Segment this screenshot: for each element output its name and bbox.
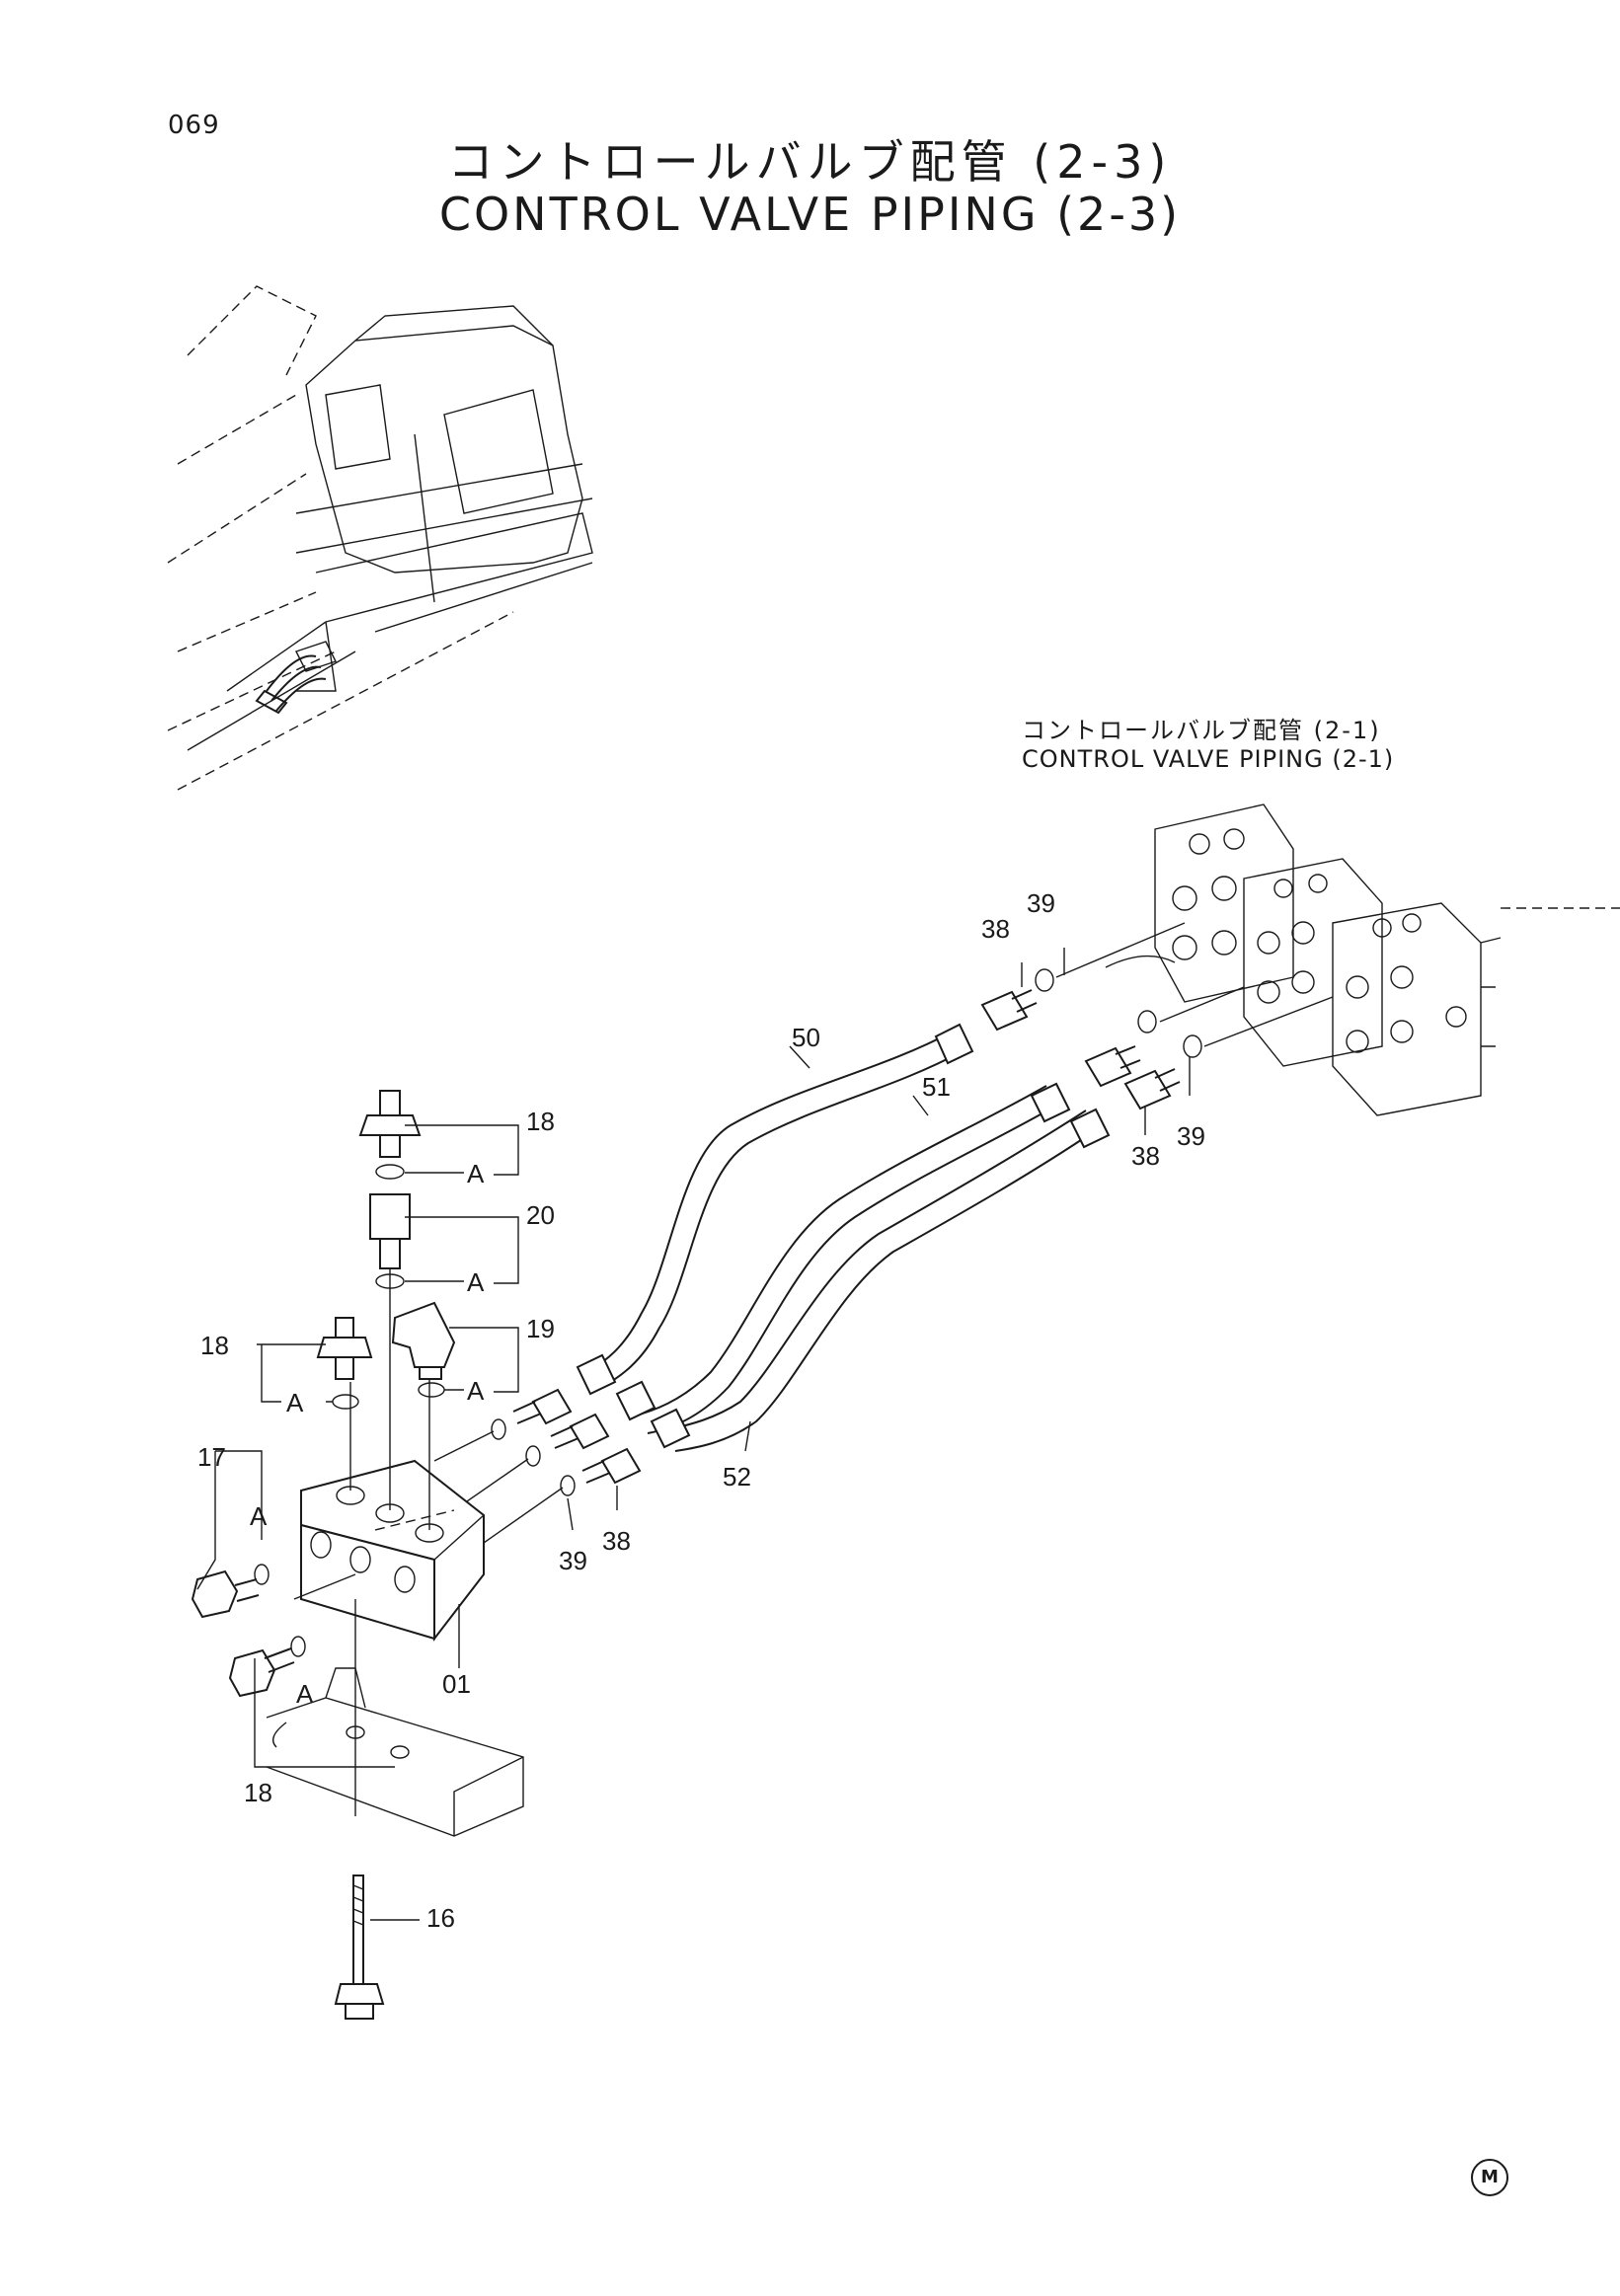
part-20-icon [369,1193,411,1289]
leader-lines [196,948,1191,1921]
callout-39-lower: 39 [1177,1121,1205,1151]
fitting-38-middle [1084,1045,1141,1088]
hose-50 [586,1031,954,1373]
reference-label-japanese: コントロールバルブ配管 (2-1) [1022,717,1381,744]
page-title-japanese: コントロールバルブ配管 (2-3) [447,135,1173,189]
center-lines [293,1224,430,1816]
maker-mark-icon: M [1471,2159,1508,2196]
callout-18-bottom: 18 [244,1778,272,1807]
callout-52: 52 [723,1462,751,1492]
callout-18-top: 18 [526,1107,555,1136]
callout-38-lower: 38 [1131,1141,1160,1171]
section-mark-a-1: A [467,1159,485,1188]
hoses [576,1023,1111,1452]
callout-38-upper: 38 [981,914,1010,944]
section-mark-a-3: A [467,1376,485,1406]
callout-39-upper: 39 [1027,888,1055,918]
page-number: 069 [168,111,220,140]
callout-39-block: 39 [559,1546,587,1575]
callout-19: 19 [526,1314,555,1343]
hose-50-outer [601,1050,964,1388]
hose-51 [631,1085,1047,1417]
mounting-bracket [266,1667,524,1837]
fitting-38-lower [1123,1068,1181,1110]
section-mark-a-4: A [286,1388,304,1417]
hose-52 [660,1110,1087,1432]
fitting-38-block-b [550,1413,610,1450]
machine-overview-illustration [167,285,593,791]
callout-51: 51 [922,1072,951,1102]
callout-16: 16 [426,1903,455,1933]
part-18-top-icon [358,1090,422,1180]
part-16-bolt-icon [334,1875,385,2020]
fitting-38-block-a [512,1388,573,1425]
hose-51-outer [647,1105,1057,1434]
section-mark-a-5: A [250,1501,268,1531]
reference-label-english: CONTROL VALVE PIPING (2-1) [1022,745,1395,773]
callout-18-left: 18 [200,1331,229,1360]
callout-50: 50 [792,1023,820,1052]
callout-38-block: 38 [602,1526,631,1556]
part-18-left-icon [316,1317,373,1410]
fitting-38-upper [980,989,1038,1032]
callout-17: 17 [197,1442,226,1472]
block-side-fittings [433,1388,642,1551]
valve-side-fittings [980,922,1334,1110]
manifold-block [300,1459,485,1642]
control-valve-assembly [1154,804,1620,1116]
part-18-bottom-icon [228,1636,306,1698]
section-mark-a-2: A [467,1267,485,1297]
callout-20: 20 [526,1200,555,1230]
hose-52-outer [674,1129,1097,1452]
page-title-english: CONTROL VALVE PIPING (2-3) [438,188,1182,241]
part-17-plug-icon [191,1564,270,1619]
section-mark-a-6: A [296,1679,314,1709]
part-19-elbow-icon [391,1301,456,1398]
callout-01: 01 [442,1669,471,1699]
fitting-38-block-c [581,1447,642,1485]
